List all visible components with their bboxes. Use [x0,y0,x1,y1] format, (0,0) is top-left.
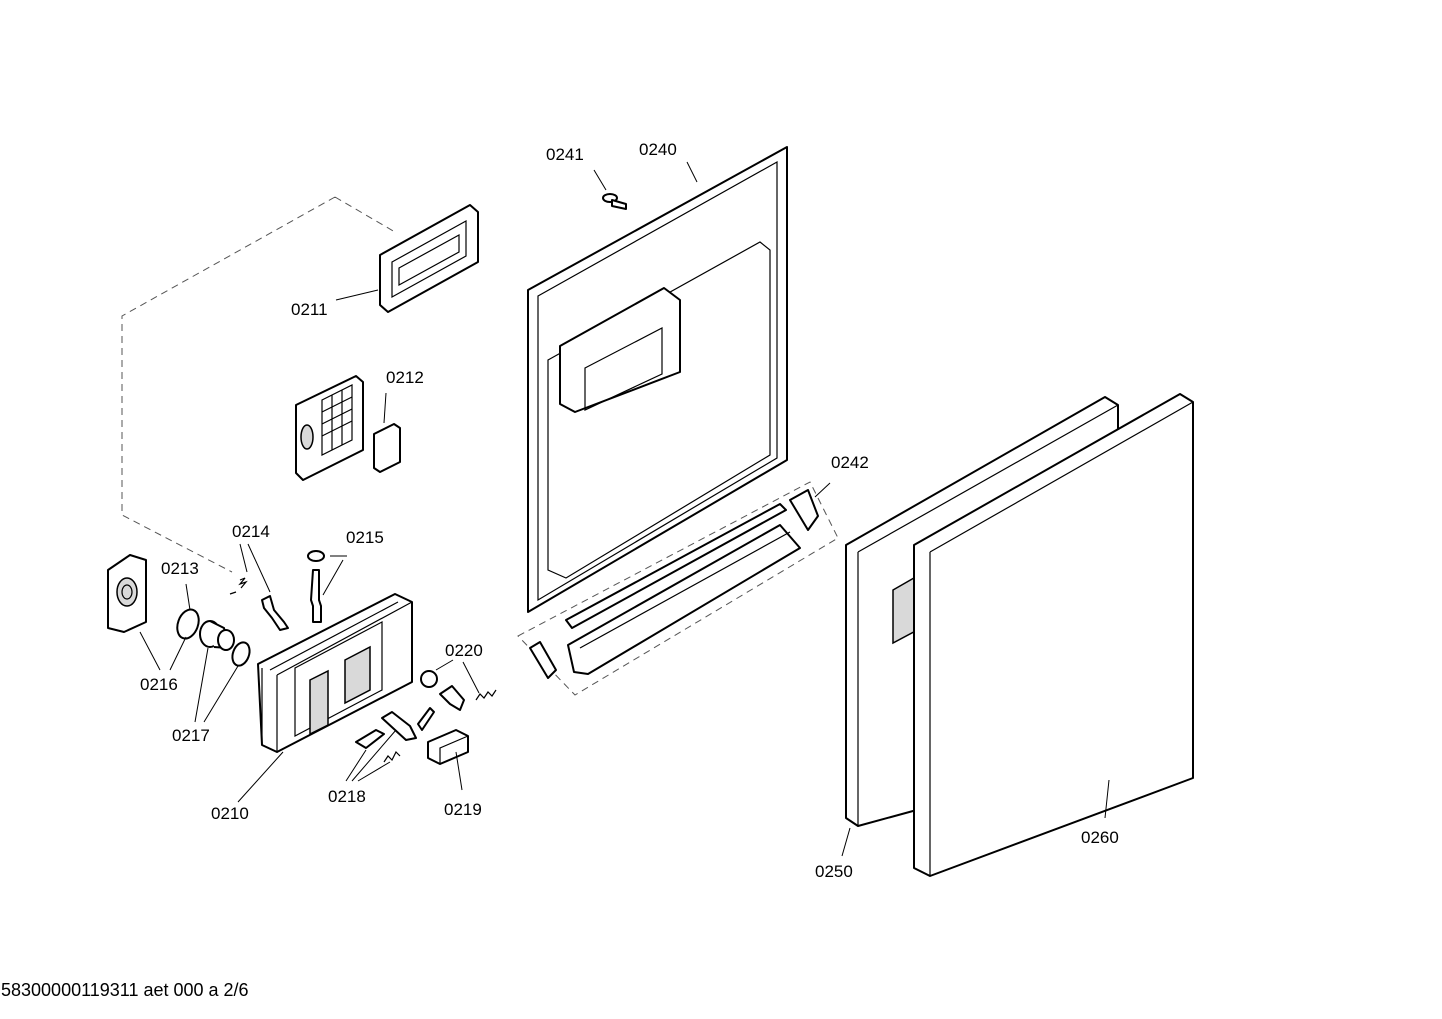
part-0210-dispenser-housing [257,593,413,753]
label-0217: 0217 [172,726,210,745]
label-0241: 0241 [546,145,584,164]
label-0210: 0210 [211,804,249,823]
label-0220: 0220 [445,641,483,660]
part-0240-inner-door [527,146,788,613]
part-0215-sensor [307,550,325,623]
part-0213-cover [107,554,147,633]
label-0242: 0242 [831,453,869,472]
label-0250: 0250 [815,862,853,881]
part-0217-knob [199,620,235,651]
leader-lines [139,161,1110,857]
part-0211-gasket [379,204,479,313]
part-0214-lever [229,577,289,631]
part-0218-parts [355,707,435,763]
label-0240: 0240 [639,140,677,159]
label-0212: 0212 [386,368,424,387]
label-0211: 0211 [291,300,328,319]
label-0215: 0215 [346,528,384,547]
part-0242-strips [565,503,801,675]
label-0218: 0218 [328,787,366,806]
part-0260-front-panel [913,393,1194,877]
part-0212-filter [295,375,364,481]
part-0219-switch [427,729,469,765]
part-0241-screw [602,193,627,210]
part-0212-pad [373,423,401,473]
drawing-code: 58300000119311 aet 000 a 2/6 [1,980,249,1000]
label-0213: 0213 [161,559,199,578]
part-0220-parts [420,670,497,711]
label-0216: 0216 [140,675,178,694]
part-0217-seal [231,641,251,667]
hinge-group-outline [517,481,839,696]
label-0260: 0260 [1081,828,1119,847]
part-0242-brackets [529,489,819,679]
label-0219: 0219 [444,800,482,819]
part-0216-ring [176,608,200,640]
dispenser-group-outline [121,196,396,573]
label-0214: 0214 [232,522,270,541]
